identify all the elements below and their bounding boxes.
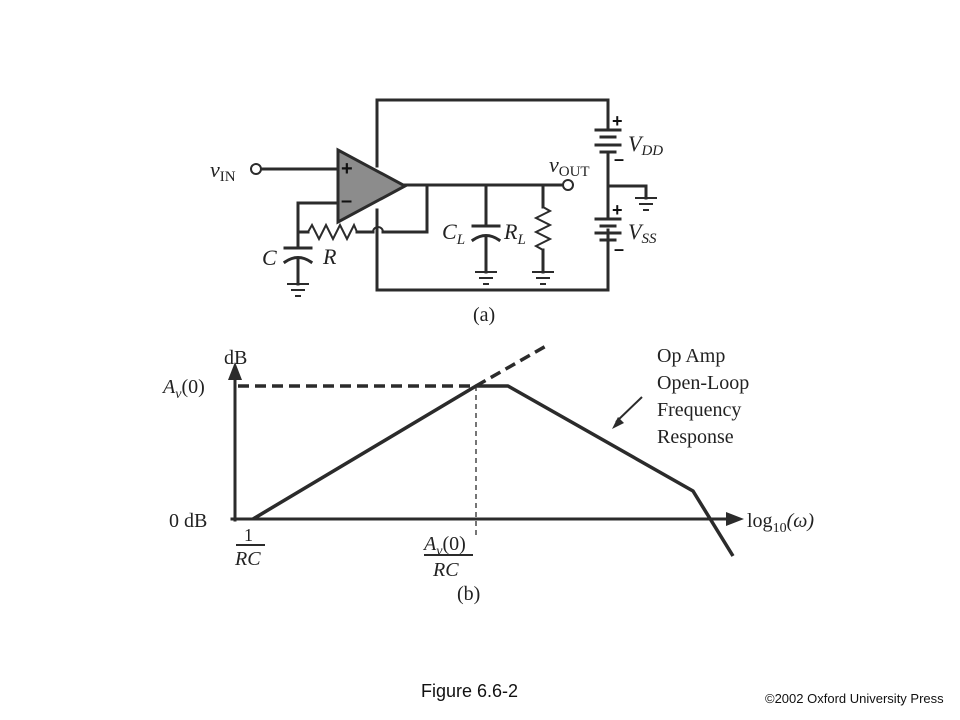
ground-icon bbox=[475, 271, 497, 285]
tick-av0-over-rc-denominator: RC bbox=[432, 559, 459, 581]
caption-a: (a) bbox=[473, 304, 495, 326]
av0-tick-label: Av(0) bbox=[161, 376, 205, 402]
zero-db-tick-label: 0 dB bbox=[169, 510, 207, 532]
vdd-battery-icon bbox=[594, 128, 622, 188]
resistor-r bbox=[307, 222, 358, 242]
y-axis-arrow-icon bbox=[228, 362, 242, 380]
bode-plot: dB Av(0) 0 dB log10(ω) 1 RC Av(0) RC Op … bbox=[161, 344, 814, 605]
rising-slope-extension-dashed-line bbox=[475, 344, 547, 388]
vin-terminal bbox=[250, 163, 262, 175]
vss-label: VSS bbox=[628, 219, 657, 247]
op-amp-minus-sign: – bbox=[341, 190, 352, 212]
vss-battery-icon bbox=[594, 184, 622, 292]
copyright-notice: ©2002 Oxford University Press bbox=[765, 691, 944, 706]
x-axis-label: log10(ω) bbox=[747, 510, 814, 536]
feedback-wire bbox=[381, 183, 429, 234]
vdd-label: VDD bbox=[628, 131, 663, 159]
cl-label: CL bbox=[442, 219, 465, 248]
vdd-plus-sign: + bbox=[612, 111, 623, 131]
y-axis-label: dB bbox=[224, 347, 247, 369]
annotation-line-2: Open-Loop bbox=[657, 372, 749, 394]
annotation-line-1: Op Amp bbox=[657, 345, 725, 367]
circuit-schematic: + – vIN vOUT R C bbox=[210, 98, 663, 326]
r-label: R bbox=[322, 244, 337, 269]
op-amp-plus-sign: + bbox=[341, 158, 353, 180]
vdd-minus-sign: – bbox=[614, 149, 624, 169]
vss-plus-sign: + bbox=[612, 200, 623, 220]
c-label: C bbox=[262, 245, 277, 270]
figure-label: Figure 6.6-2 bbox=[421, 681, 518, 701]
vin-label: vIN bbox=[210, 157, 236, 185]
inverting-input-wire bbox=[296, 201, 340, 234]
vout-label: vOUT bbox=[549, 152, 590, 180]
resistor-rl bbox=[533, 206, 553, 251]
frequency-response-curve bbox=[252, 384, 735, 557]
ground-icon bbox=[532, 271, 554, 285]
annotation-line-3: Frequency bbox=[657, 399, 741, 421]
op-amp-triangle bbox=[336, 147, 409, 225]
vss-minus-sign: – bbox=[614, 239, 624, 259]
tick-1-over-rc-denominator: RC bbox=[234, 548, 261, 570]
tick-av0-over-rc-numerator: Av(0) bbox=[422, 533, 466, 559]
caption-b: (b) bbox=[457, 583, 480, 605]
annotation-arrow-icon bbox=[612, 417, 624, 429]
ground-icon bbox=[287, 283, 309, 297]
ground-icon bbox=[635, 197, 657, 211]
rl-label: RL bbox=[503, 219, 526, 248]
tick-1-over-rc-numerator: 1 bbox=[244, 525, 253, 545]
annotation-line-4: Response bbox=[657, 426, 734, 448]
vout-terminal bbox=[562, 179, 574, 191]
x-axis-arrow-icon bbox=[726, 512, 744, 526]
annotation-pointer-line bbox=[615, 396, 643, 423]
vdd-supply-wire bbox=[375, 98, 610, 168]
